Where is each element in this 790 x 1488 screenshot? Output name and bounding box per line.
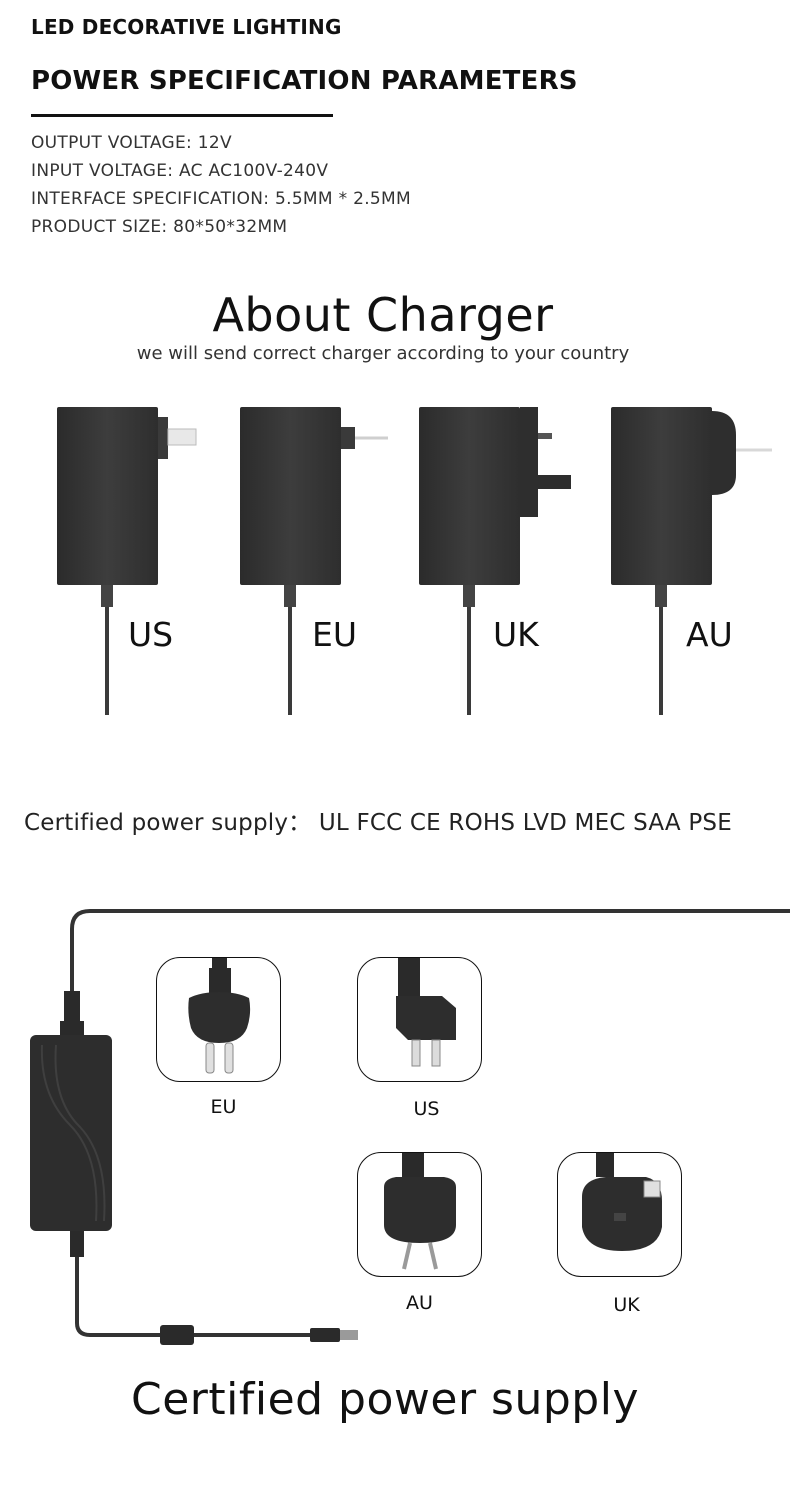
charger-label-au: AU [686,615,733,654]
desktop-adapter-icon [30,909,790,1345]
charger-label-uk: UK [493,615,539,654]
plug-label-uk: UK [613,1294,640,1316]
us-plug-card [357,957,482,1082]
plug-label-us: US [413,1098,440,1120]
certified-power-supply-title: Certified power supply [131,1374,639,1425]
uk-plug-icon [582,1153,662,1251]
spec-interface: INTERFACE SPECIFICATION: 5.5MM * 2.5MM [31,189,411,209]
plug-label-eu: EU [210,1096,237,1118]
about-charger-title: About Charger [212,288,554,342]
uk-plug-card [557,1152,682,1277]
us-wall-charger-icon [57,407,197,715]
charger-label-us: US [128,615,174,654]
eu-plug-icon [188,958,251,1074]
eu-wall-charger-icon [240,407,388,715]
spec-section-title: POWER SPECIFICATION PARAMETERS [31,66,578,96]
plug-label-au: AU [406,1292,433,1314]
au-plug-card [357,1152,482,1277]
wall-chargers-row [57,407,772,715]
about-charger-subtitle: we will send correct charger according t… [136,343,630,364]
spec-product-size: PRODUCT SIZE: 80*50*32MM [31,217,288,237]
charger-label-eu: EU [312,615,358,654]
us-plug-icon [396,958,456,1067]
uk-wall-charger-icon [419,407,571,715]
eu-plug-card [156,957,281,1082]
au-plug-icon [384,1153,456,1270]
certification-line: Certified power supply： UL FCC CE ROHS L… [24,810,732,836]
spec-output-voltage: OUTPUT VOLTAGE: 12V [31,133,232,153]
spec-input-voltage: INPUT VOLTAGE: AC AC100V-240V [31,161,329,181]
au-wall-charger-icon [611,407,772,715]
title-underline [31,114,333,117]
brand-heading: LED DECORATIVE LIGHTING [31,15,342,39]
